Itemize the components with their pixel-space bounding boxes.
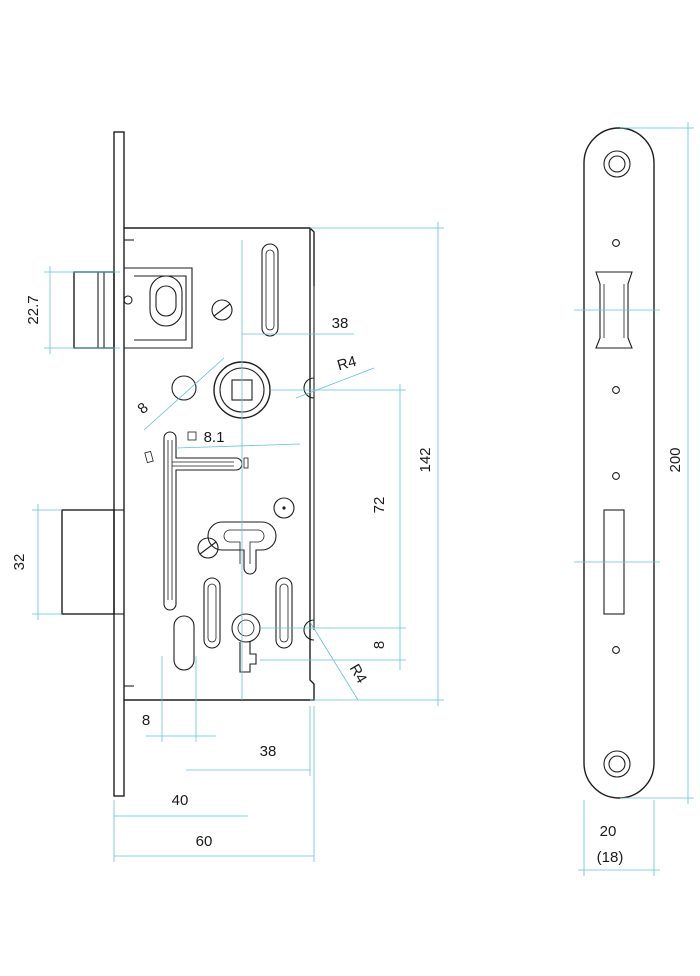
dim-faceplate-width: 20 [600, 823, 617, 840]
top-screw-hole [603, 150, 631, 178]
latch-guide [124, 267, 193, 349]
faceplate-front [583, 127, 655, 799]
dim-backset-40: 40 [172, 792, 189, 809]
dim-bottom-8: 8 [142, 712, 150, 729]
bottom-slot [173, 615, 195, 671]
latch-opening [595, 271, 633, 349]
dim-radius-bottom: R4 [346, 661, 370, 686]
cylinder-cam [207, 521, 277, 575]
dim-faceplate-length: 200 [667, 447, 684, 472]
dim-backset-top: 38 [332, 315, 349, 332]
dim-faceplate-width-alt: (18) [597, 849, 624, 866]
deadbolt [61, 509, 115, 615]
dim-height-142: 142 [417, 447, 434, 472]
dim-depth-60: 60 [196, 833, 213, 850]
dim-spindle-square: 8.1 [204, 429, 225, 446]
fixing-hole [171, 375, 197, 401]
latch-cam [149, 275, 183, 327]
lower-slot-left [203, 577, 221, 649]
l-lever [163, 431, 243, 611]
faceplate-front-view [583, 127, 655, 799]
lock-case [124, 227, 315, 701]
side-dimensions [32, 222, 444, 862]
dim-latch-height: 22.7 [25, 295, 42, 324]
screw-middle [197, 537, 219, 559]
bottom-screw-hole [603, 750, 631, 778]
dim-height-8: 8 [371, 641, 388, 649]
dim-bolt-height: 32 [11, 554, 28, 571]
latch-bolt [73, 271, 115, 349]
dim-height-72: 72 [371, 497, 388, 514]
side-dimension-labels: 22.7 32 38 R4 8 8.1 142 72 8 R4 8 38 40 … [11, 295, 434, 850]
lock-side-view [61, 131, 315, 797]
square-8-1-mark [187, 431, 197, 441]
faceplate-side [113, 131, 125, 797]
upper-slot [261, 243, 279, 337]
lower-slot-right [275, 577, 293, 649]
keyhole [231, 613, 261, 643]
screw-top [211, 299, 233, 321]
dim-hole-dia: 8 [134, 399, 151, 417]
dim-radius-top: R4 [335, 353, 358, 374]
small-hole [273, 497, 295, 519]
faceplate-dimensions: 200 20 (18) [574, 122, 694, 876]
dim-bottom-38: 38 [260, 743, 277, 760]
